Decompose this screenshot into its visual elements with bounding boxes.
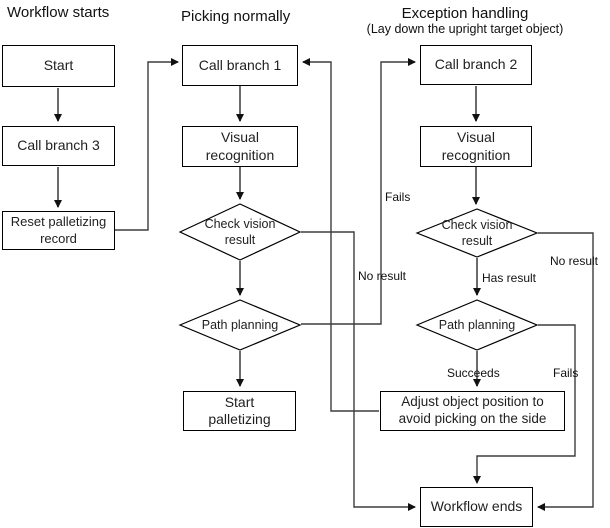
edge-label-no-result-right: No result	[550, 254, 599, 268]
diamond-path-planning-1	[178, 299, 302, 351]
node-visual-recognition-1: Visual recognition	[182, 126, 298, 167]
column-title-workflow-starts: Workflow starts	[7, 4, 110, 21]
edge-check-vision-2-no-result-to-workflow-ends	[537, 232, 594, 511]
edge-check-vision-1-no-result-to-workflow-ends	[301, 231, 416, 511]
node-start: Start	[2, 45, 115, 87]
diamond-path-planning-2	[415, 299, 539, 351]
diamond-check-vision-result-1	[178, 203, 302, 261]
node-adjust-object-position: Adjust object position to avoid picking …	[380, 391, 565, 431]
node-start-palletizing: Start palletizing	[183, 391, 296, 431]
label-path-planning-1: Path planning	[201, 317, 279, 332]
edge-label-has-result: Has result	[482, 271, 537, 285]
node-visual-recognition-2: Visual recognition	[420, 126, 532, 167]
edge-label-fails-right: Fails	[553, 366, 579, 380]
edge-label-succeeds: Succeeds	[447, 366, 500, 380]
edge-path-planning-2-fails-to-workflow-ends	[473, 324, 576, 484]
label-path-planning-2: Path planning	[438, 317, 516, 332]
column-subtitle-exception-handling: (Lay down the upright target object)	[366, 22, 564, 36]
node-call-branch-2: Call branch 2	[420, 45, 532, 85]
edge-label-fails-middle: Fails	[385, 190, 411, 204]
edge-path-planning-1-fails-to-call-branch-2	[301, 58, 416, 325]
column-title-exception-handling: Exception handling	[401, 5, 529, 22]
node-reset-palletizing-record: Reset palletizing record	[2, 211, 115, 250]
node-call-branch-1: Call branch 1	[182, 45, 298, 86]
label-check-vision-result-1: Check vision result	[204, 216, 276, 247]
edge-reset-to-call-branch-1	[115, 58, 179, 231]
column-title-picking-normally: Picking normally	[181, 8, 291, 25]
label-check-vision-result-2: Check vision result	[441, 217, 513, 248]
edge-adjust-to-call-branch-1	[302, 58, 379, 412]
node-call-branch-3: Call branch 3	[2, 126, 115, 166]
diamond-check-vision-result-2	[415, 208, 539, 258]
node-workflow-ends: Workflow ends	[420, 487, 533, 527]
edge-label-no-result-middle: No result	[358, 269, 407, 283]
